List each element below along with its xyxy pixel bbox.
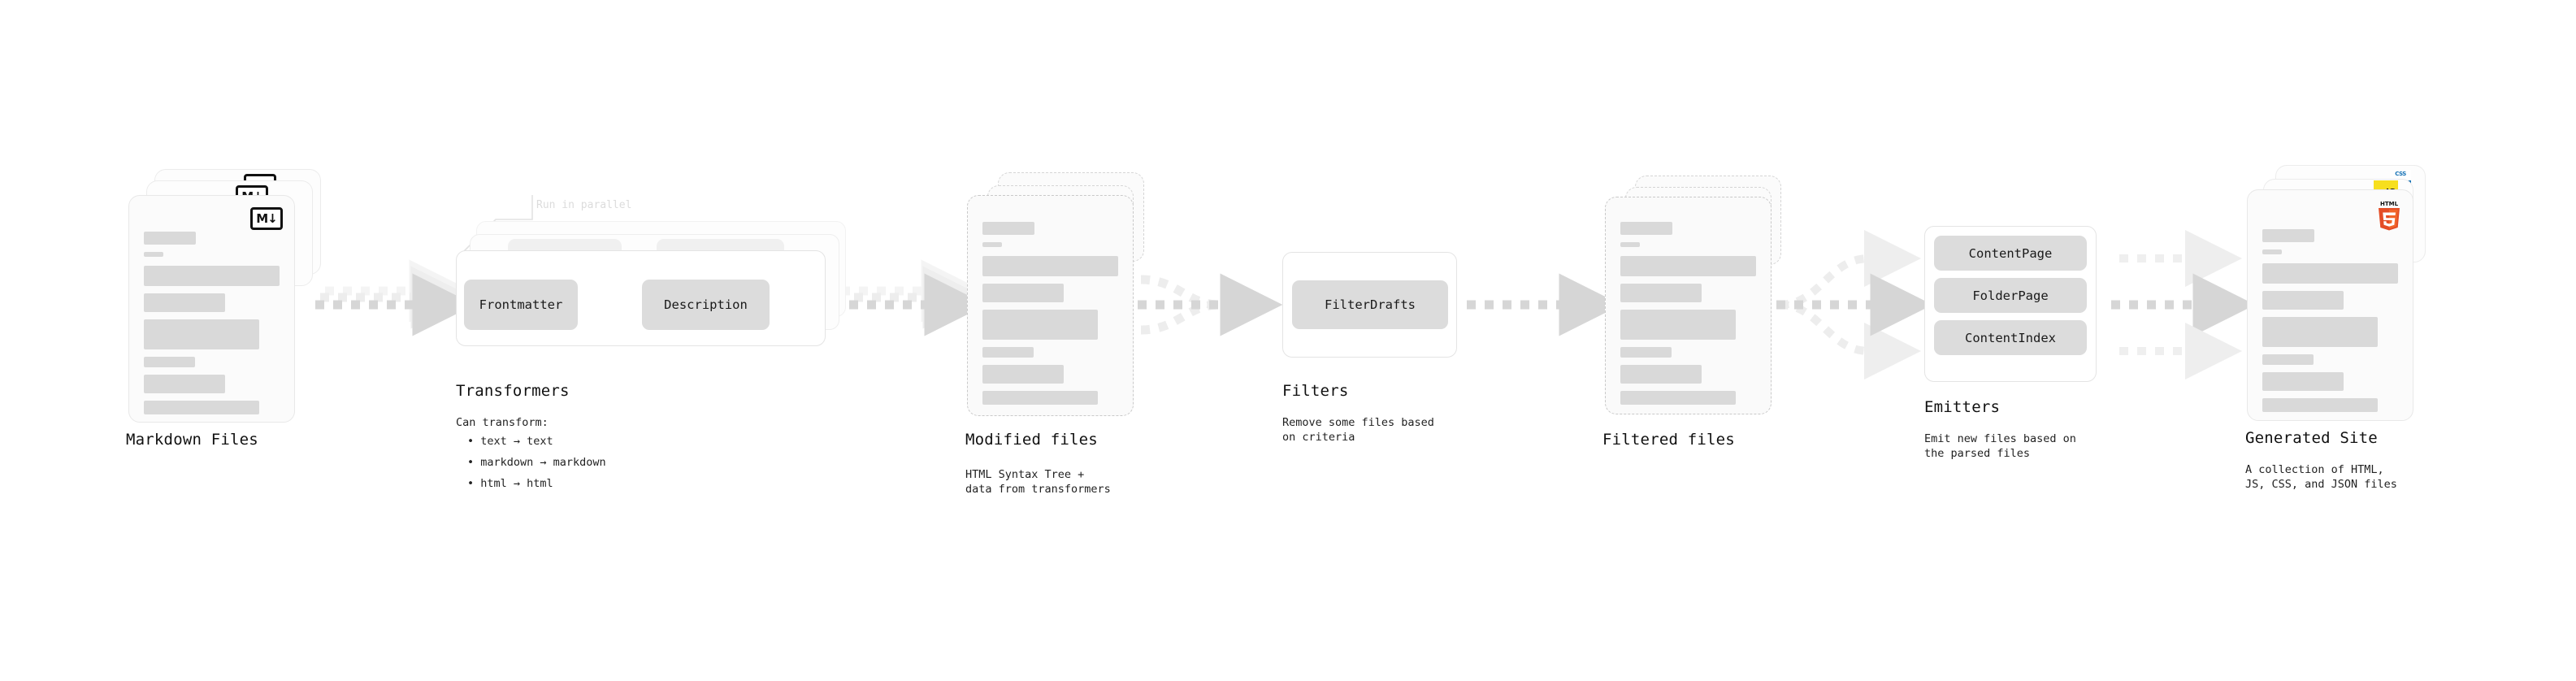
html5-icon: HTML [2375, 198, 2403, 231]
placeholder-bar [2262, 354, 2314, 365]
file-content-placeholder [1620, 222, 1756, 412]
emitter-item-contentindex[interactable]: ContentIndex [1934, 320, 2087, 355]
placeholder-bar [1620, 256, 1756, 276]
placeholder-bar [1620, 284, 1702, 302]
emitter-item-folderpage[interactable]: FolderPage [1934, 278, 2087, 313]
markdown-icon: M↓ [250, 207, 283, 230]
placeholder-bar [982, 310, 1098, 340]
filtered-file-card[interactable] [1605, 197, 1772, 414]
placeholder-bar [144, 232, 196, 245]
placeholder-bar [982, 365, 1065, 384]
emitters-title: Emitters [1924, 398, 2001, 416]
placeholder-bar [982, 347, 1034, 358]
markdown-files-title: Markdown Files [126, 431, 258, 449]
emitter-item-label: ContentIndex [1965, 330, 2056, 345]
placeholder-bar [144, 401, 259, 414]
placeholder-bar [982, 391, 1098, 405]
svg-text:HTML: HTML [2380, 201, 2399, 207]
placeholder-bar [1620, 391, 1736, 405]
generated-site-title: Generated Site [2245, 429, 2378, 447]
placeholder-bar [982, 242, 1002, 247]
css-badge-label: CSS [2395, 171, 2406, 177]
placeholder-bar [144, 252, 163, 257]
placeholder-bar [982, 284, 1065, 302]
filter-item-label: FilterDrafts [1325, 297, 1416, 312]
filter-item-filterdrafts[interactable]: FilterDrafts [1292, 280, 1448, 329]
emitter-item-contentpage[interactable]: ContentPage [1934, 236, 2087, 271]
placeholder-bar [1620, 365, 1702, 384]
placeholder-bar [2262, 229, 2314, 242]
file-content-placeholder [982, 222, 1118, 412]
generated-site-subtitle: A collection of HTML, JS, CSS, and JSON … [2245, 463, 2397, 491]
generated-site-card[interactable]: HTML [2247, 189, 2413, 421]
placeholder-bar [2262, 249, 2282, 254]
placeholder-bar [2262, 263, 2398, 284]
placeholder-bar [1620, 347, 1672, 358]
run-in-parallel-label: Run in parallel [536, 199, 632, 211]
transformers-title: Transformers [456, 382, 570, 400]
placeholder-bar [1620, 310, 1736, 340]
placeholder-bar [144, 293, 226, 312]
connector-emitters-to-site [2111, 230, 2256, 380]
transformer-item-label: Frontmatter [479, 297, 563, 312]
markdown-file-card[interactable]: M↓ [128, 195, 295, 423]
modified-file-card[interactable] [967, 195, 1134, 416]
modified-files-subtitle: HTML Syntax Tree + data from transformer… [965, 468, 1111, 496]
placeholder-bar [1620, 242, 1640, 247]
placeholder-bar [144, 357, 196, 367]
filters-subtitle: Remove some files based on criteria [1282, 416, 1434, 444]
transformer-item-label: Description [664, 297, 748, 312]
connector-markdown-to-transformers [315, 259, 475, 336]
emitter-item-label: FolderPage [1972, 288, 2049, 303]
emitters-subtitle: Emit new files based on the parsed files [1924, 432, 2076, 460]
connector-modified-to-filters [1138, 273, 1283, 336]
placeholder-bar [982, 256, 1118, 276]
placeholder-bar [2262, 291, 2344, 310]
transformer-item-description[interactable]: Description [642, 280, 770, 330]
placeholder-bar [1620, 222, 1672, 235]
emitter-item-label: ContentPage [1968, 245, 2053, 261]
transformer-item-frontmatter[interactable]: Frontmatter [464, 280, 578, 330]
filters-title: Filters [1282, 382, 1349, 400]
connector-transformers-to-modified [831, 259, 987, 336]
connector-filtered-to-emitters [1776, 230, 1933, 380]
placeholder-bar [144, 266, 280, 286]
placeholder-bar [982, 222, 1034, 235]
placeholder-bar [2262, 317, 2378, 347]
placeholder-bar [144, 319, 259, 349]
transformers-bullet-2: • html → html [467, 477, 553, 490]
file-content-placeholder [2262, 229, 2398, 419]
file-content-placeholder [144, 232, 280, 422]
transformers-bullet-0: • text → text [467, 435, 553, 448]
transformers-bullet-1: • markdown → markdown [467, 456, 606, 469]
modified-files-title: Modified files [965, 431, 1098, 449]
placeholder-bar [144, 375, 226, 393]
placeholder-bar [2262, 398, 2378, 412]
filtered-files-title: Filtered files [1602, 431, 1735, 449]
placeholder-bar [2262, 372, 2344, 391]
transformers-subtitle-lead: Can transform: [456, 416, 549, 429]
